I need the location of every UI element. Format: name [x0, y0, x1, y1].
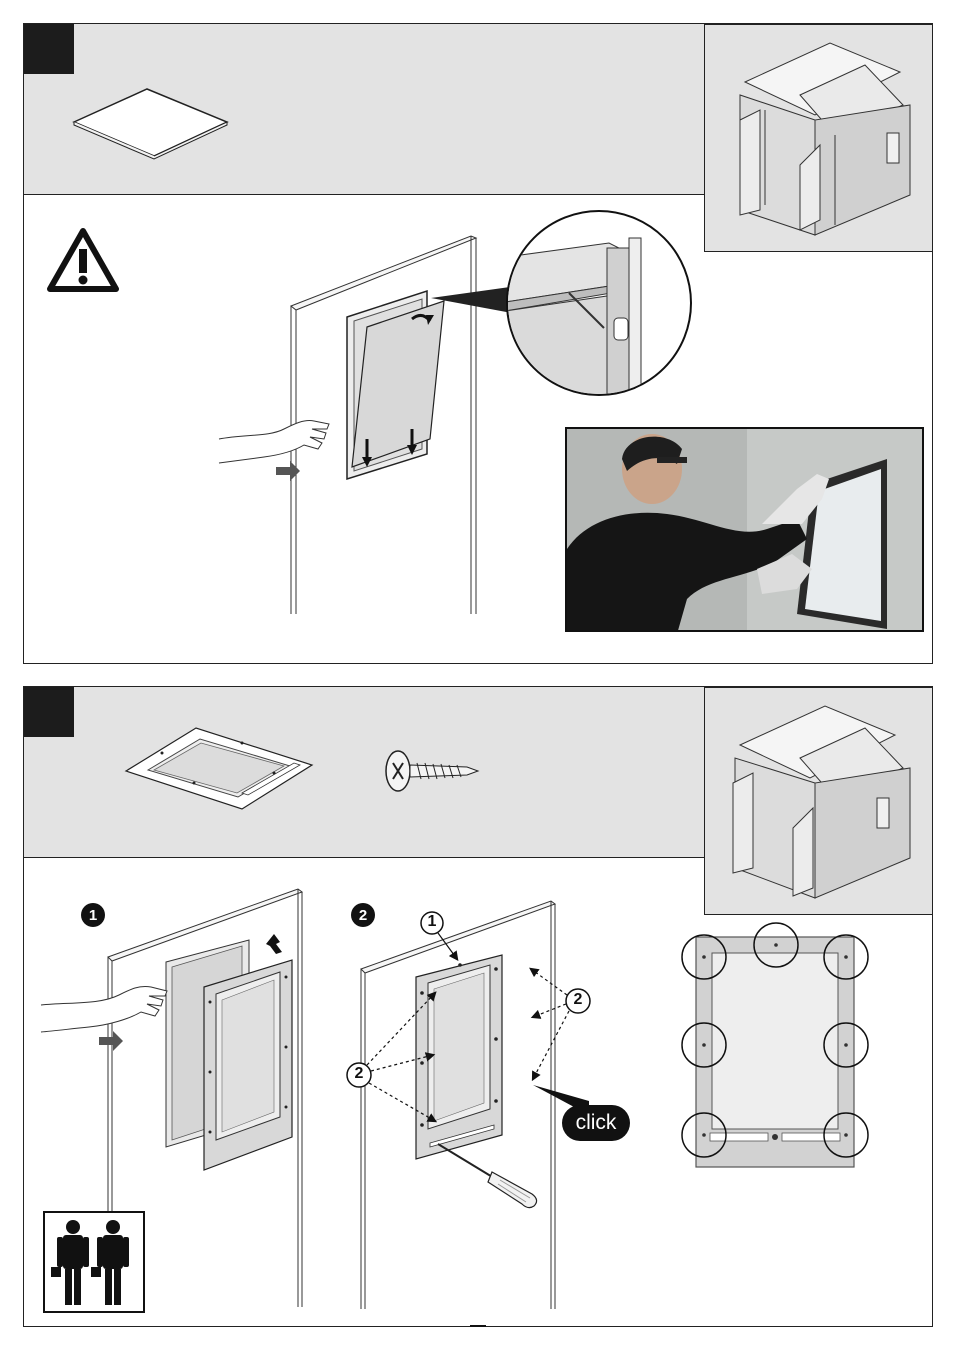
callout-screw-top: 1 [424, 913, 440, 931]
hand-illustration-2 [39, 977, 179, 1057]
step-1-panel [23, 23, 933, 664]
installation-photo [565, 427, 924, 632]
click-label: click [562, 1105, 630, 1141]
warning-triangle-icon [46, 227, 120, 293]
two-persons-icon [43, 1211, 145, 1313]
page-bottom-mark [470, 1325, 486, 1327]
callout-screw-left: 2 [351, 1065, 367, 1083]
step-2-number-box [24, 687, 74, 737]
step-2-shed-thumbnail [704, 687, 933, 915]
window-pane-part [69, 84, 239, 164]
shed-icon [705, 688, 934, 916]
window-frame-part [124, 723, 324, 813]
detail-zoom-circle [429, 208, 759, 398]
svg-text:1: 1 [89, 907, 97, 924]
screwdriver-icon [436, 1142, 546, 1212]
hand-illustration [214, 409, 334, 479]
step-2-panel: 1 2 [23, 686, 933, 1327]
screw-position-diagram [676, 919, 876, 1169]
sub-step-1-badge: 1 [80, 902, 106, 928]
callout-screw-right: 2 [570, 991, 586, 1009]
step-1-number-box [24, 24, 74, 74]
screw-icon [382, 747, 482, 797]
